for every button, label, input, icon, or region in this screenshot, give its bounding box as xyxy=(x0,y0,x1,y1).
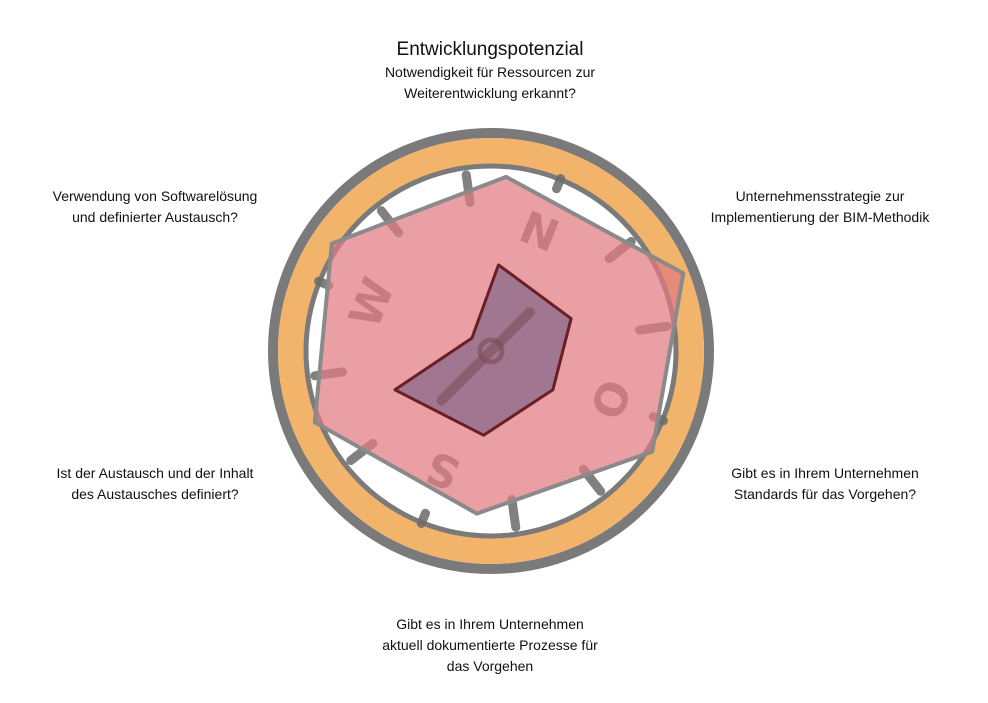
axis-label-top: Notwendigkeit für Ressourcen zur Weitere… xyxy=(384,64,596,101)
axis-label-upper-right: Unternehmensstrategie zur Implementierun… xyxy=(710,188,930,225)
axis-label-lower-right: Gibt es in Ihrem Unternehmen Standards f… xyxy=(731,465,919,502)
compass-tick-major xyxy=(416,508,430,528)
compass-tick-major xyxy=(552,174,566,194)
compass-ring-outer xyxy=(268,128,714,574)
compass-ring-band xyxy=(278,138,704,564)
radar-series-inner xyxy=(393,263,573,437)
compass-tick xyxy=(507,495,521,532)
compass-needle xyxy=(436,307,535,406)
needle-bar xyxy=(436,307,535,406)
axis-label-lower-left: Ist der Austausch und der Inhalt des Aus… xyxy=(56,465,254,502)
chart-title: Entwicklungspotenzial xyxy=(396,39,584,60)
axis-label-bottom: Gibt es in Ihrem Unternehmen aktuell dok… xyxy=(382,616,598,674)
compass-ring-inner xyxy=(303,163,679,539)
needle-hub xyxy=(477,337,505,365)
axis-label-upper-left: Verwendung von Softwarelösung und defini… xyxy=(52,188,258,225)
